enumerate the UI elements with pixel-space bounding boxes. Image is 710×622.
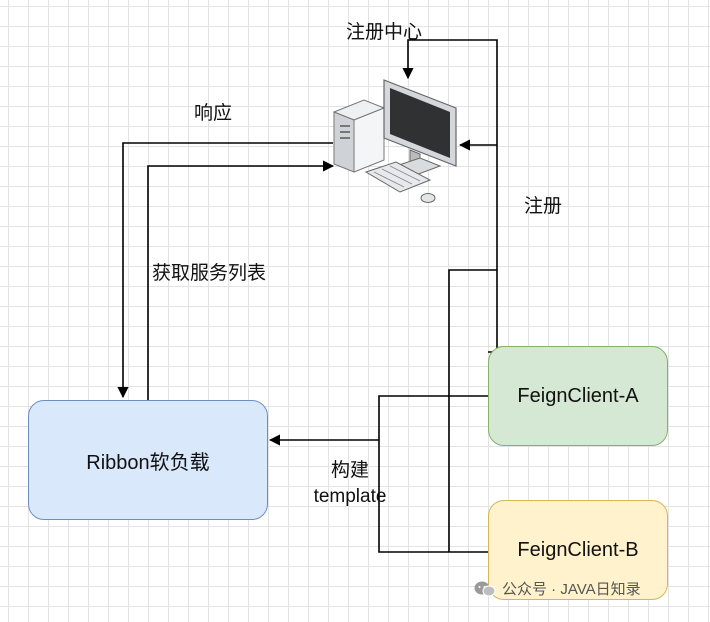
register-label: 注册 — [524, 196, 563, 217]
build-label: 构建 — [330, 460, 369, 481]
wechat-icon — [474, 581, 496, 596]
feign-client-a-label: FeignClient-A — [517, 384, 639, 407]
fetch-service-list-connector — [147, 160, 335, 400]
register-connector-b — [448, 269, 497, 552]
feign-a-template-connector — [378, 395, 488, 440]
registry-center-label: 注册中心 — [346, 22, 423, 43]
feign-client-a-node: FeignClient-A — [488, 346, 668, 446]
computer-icon — [332, 79, 457, 203]
watermark: 公众号 · JAVA日知录 — [474, 578, 641, 599]
ribbon-label: Ribbon软负载 — [86, 451, 210, 474]
feign-client-b-label: FeignClient-B — [517, 538, 639, 561]
response-label: 响应 — [194, 103, 233, 124]
feign-b-template-connector — [378, 440, 488, 553]
watermark-text: 公众号 · JAVA日知录 — [502, 581, 641, 598]
feign-client-b-node: FeignClient-B — [488, 500, 668, 600]
build-template-label: 构建 template — [300, 458, 400, 509]
fetch-service-list-label: 获取服务列表 — [152, 263, 267, 284]
template-label: template — [313, 485, 387, 507]
ribbon-load-balancer-node: Ribbon软负载 — [28, 400, 268, 520]
response-connector — [117, 142, 333, 399]
